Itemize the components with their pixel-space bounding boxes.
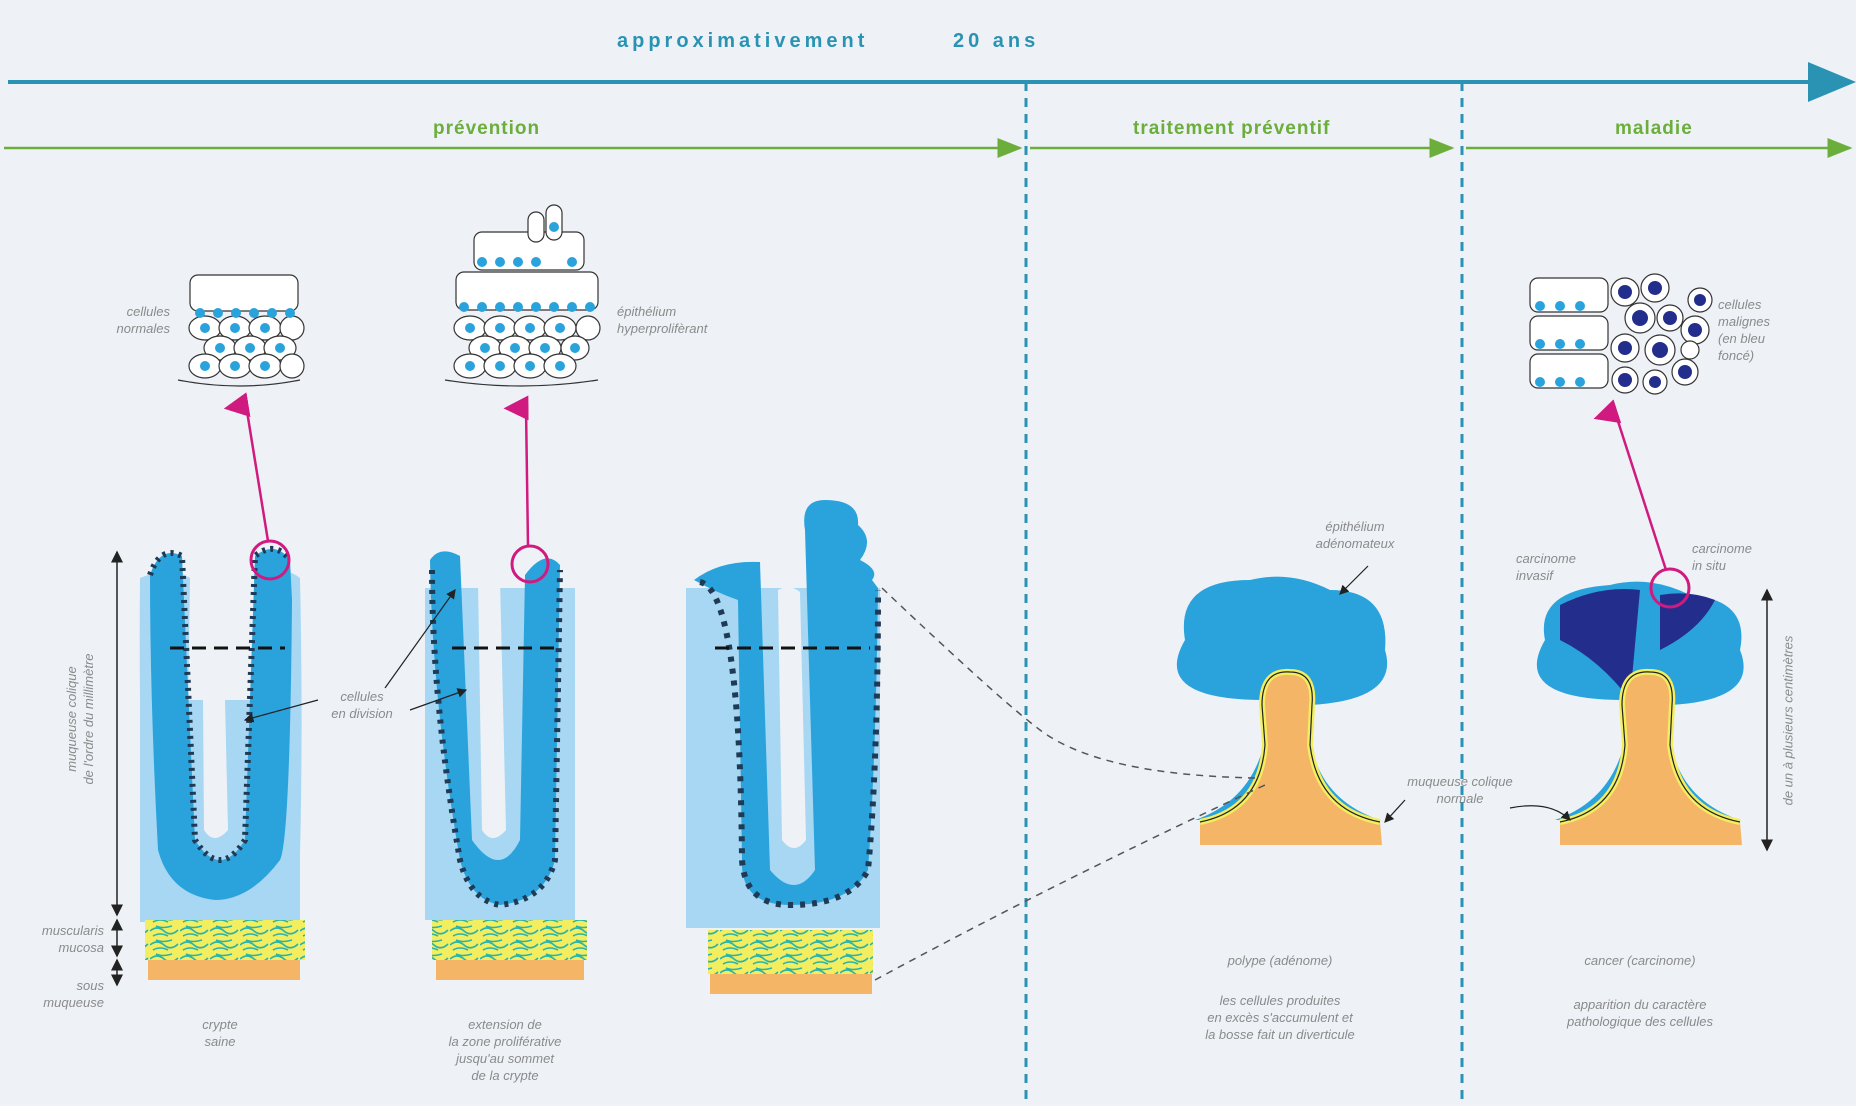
phase-label-prevention: prévention [433,118,540,140]
label-size-axis: de un à plusieurs centimètres [1780,611,1797,831]
phase-label-disease: maladie [1615,118,1693,140]
timeline-label: approximativement [617,30,868,53]
malignant-cells-cluster [1530,274,1712,394]
zoom-arrow-3 [1615,412,1666,570]
zoom-arrow-1 [246,405,268,541]
caption-polyp-title: polype (adénome) [1170,952,1390,969]
timeline-duration: 20 ans [953,30,1039,53]
normal-cells-cluster [178,275,304,386]
healthy-crypt [140,549,305,980]
pointer-adenomatous [1340,566,1368,594]
extended-proliferation-crypt [425,551,587,980]
adenomatous-crypt [686,500,880,994]
hyperproliferative-cells-cluster [445,205,600,386]
carcinoma-polyp [1537,582,1744,845]
phase-label-treatment: traitement préventif [1133,118,1330,140]
connector-dashed-lower [875,785,1265,980]
caption-cancer-title: cancer (carcinome) [1540,952,1740,969]
zoom-arrow-2 [526,408,528,546]
adenoma-polyp [1177,577,1387,845]
